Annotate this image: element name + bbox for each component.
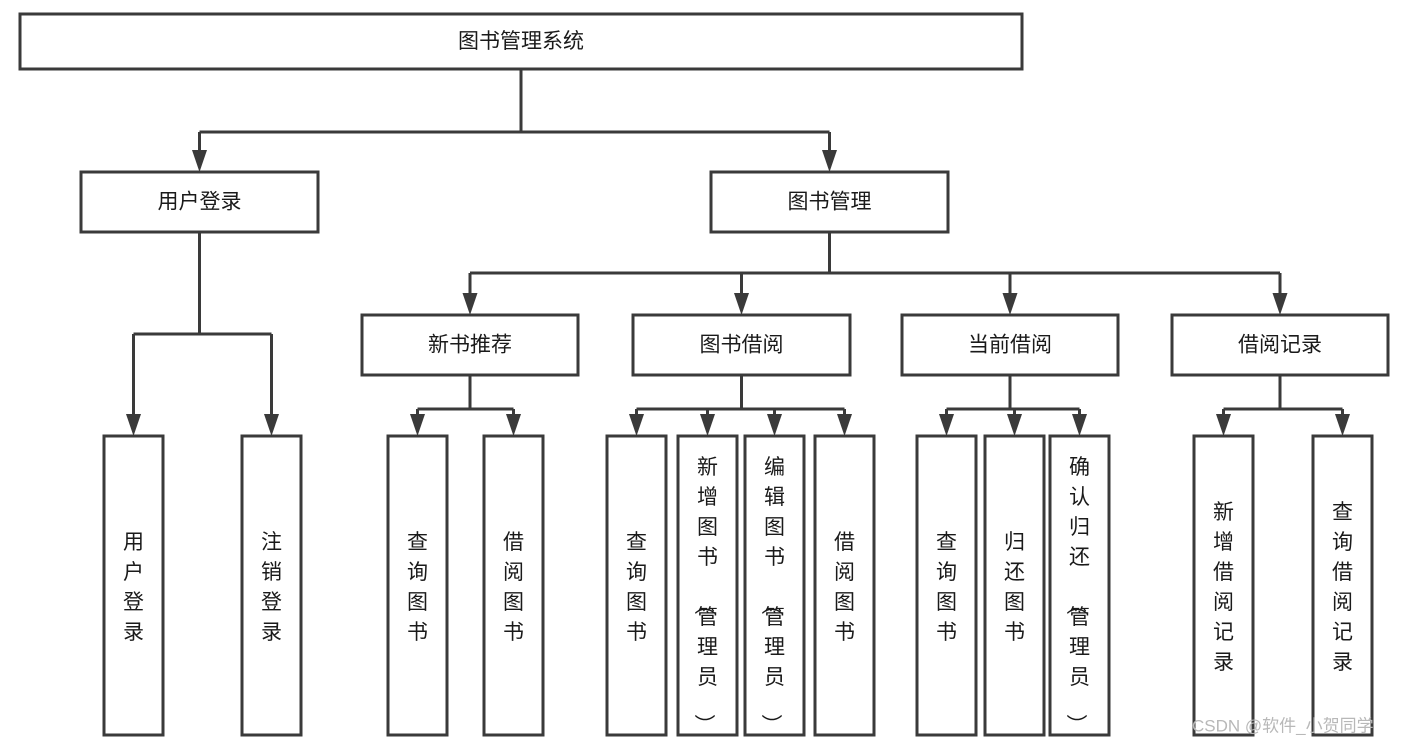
node-box[interactable] [743,434,806,737]
node-box[interactable] [79,170,320,234]
node-label: 编辑图书（管理员） [759,456,785,735]
node-box[interactable] [983,434,1046,737]
node-0-新书推荐-level3[interactable]: 新书推荐 [360,313,580,377]
node-label: 确认归还（管理员） [1064,456,1090,735]
node-11-新增借阅记录-leaf[interactable]: 新增借阅记录 [1192,434,1255,737]
node-box[interactable] [360,313,580,377]
node-label: 图书管理系统 [458,30,584,53]
node-5-新增图书管理员-leaf[interactable]: 新增图书（管理员） [676,434,739,737]
node-box[interactable] [1170,313,1390,377]
node-box[interactable] [482,434,545,737]
node-box[interactable] [1048,434,1111,737]
node-10-确认归还管理员-leaf[interactable]: 确认归还（管理员） [1048,434,1111,737]
node-box[interactable] [631,313,852,377]
node-label: 查询图书 [936,531,957,644]
node-box[interactable] [900,313,1120,377]
node-box[interactable] [102,434,165,737]
node-box[interactable] [1192,434,1255,737]
node-box[interactable] [813,434,876,737]
node-12-查询借阅记录-leaf[interactable]: 查询借阅记录 [1311,434,1374,737]
node-1-图书借阅-level3[interactable]: 图书借阅 [631,313,852,377]
node-label: 归还图书 [1004,531,1025,644]
node-2-当前借阅-level3[interactable]: 当前借阅 [900,313,1120,377]
node-3-借阅图书-leaf[interactable]: 借阅图书 [482,434,545,737]
node-box[interactable] [915,434,978,737]
node-box[interactable] [1311,434,1374,737]
node-label: 借阅图书 [834,531,855,644]
node-8-查询图书-leaf[interactable]: 查询图书 [915,434,978,737]
node-1-图书管理-level2[interactable]: 图书管理 [709,170,950,234]
connector-layer [126,69,1350,436]
node-label: 新增借阅记录 [1213,501,1234,674]
node-1-注销登录-leaf[interactable]: 注销登录 [240,434,303,737]
node-box[interactable] [605,434,668,737]
node-label: 新增图书（管理员） [692,456,718,735]
node-box[interactable] [240,434,303,737]
node-label: 查询图书 [407,531,428,644]
node-box[interactable] [18,12,1024,71]
node-2-查询图书-leaf[interactable]: 查询图书 [386,434,449,737]
node-label: 用户登录 [158,191,242,214]
node-box[interactable] [386,434,449,737]
node-7-借阅图书-leaf[interactable]: 借阅图书 [813,434,876,737]
node-0-用户登录-level2[interactable]: 用户登录 [79,170,320,234]
node-label: 新书推荐 [428,334,512,357]
node-label: 图书管理 [788,191,872,214]
node-9-归还图书-leaf[interactable]: 归还图书 [983,434,1046,737]
node-label: 借阅图书 [503,531,524,644]
node-4-查询图书-leaf[interactable]: 查询图书 [605,434,668,737]
node-label: 借阅记录 [1238,334,1322,357]
node-label: 查询图书 [626,531,647,644]
node-box[interactable] [709,170,950,234]
node-label: 用户登录 [123,531,144,644]
node-0-用户登录-leaf[interactable]: 用户登录 [102,434,165,737]
node-label: 当前借阅 [968,334,1052,357]
node-label: 注销登录 [261,531,282,644]
node-label: 图书借阅 [700,334,784,357]
csdn-watermark: CSDN @软件_小贺同学 [1192,716,1374,735]
node-3-借阅记录-level3[interactable]: 借阅记录 [1170,313,1390,377]
node-label: 查询借阅记录 [1332,501,1353,674]
node-0-图书管理系统-root[interactable]: 图书管理系统 [18,12,1024,71]
node-box[interactable] [676,434,739,737]
node-6-编辑图书管理员-leaf[interactable]: 编辑图书（管理员） [743,434,806,737]
node-layer: 图书管理系统用户登录图书管理新书推荐图书借阅当前借阅借阅记录用户登录注销登录查询… [18,12,1390,737]
